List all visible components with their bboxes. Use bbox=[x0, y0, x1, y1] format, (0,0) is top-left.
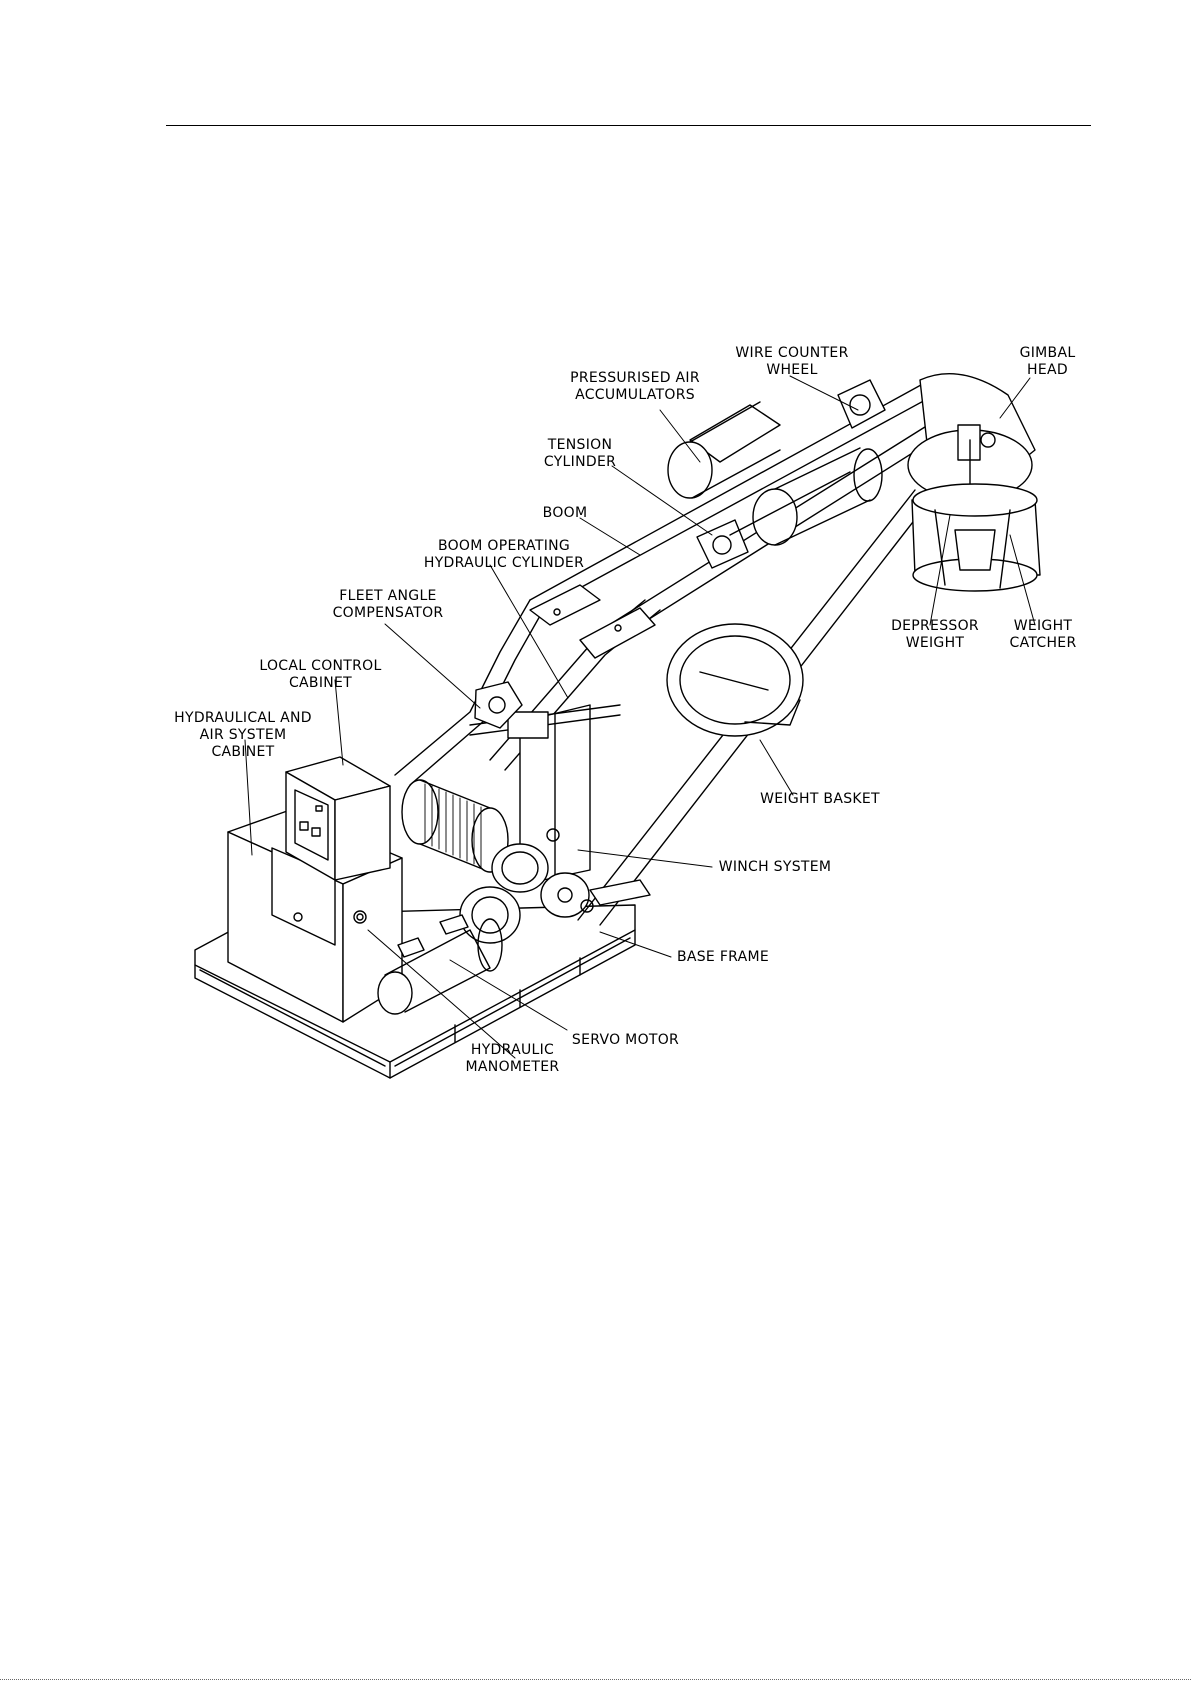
label-pressurised-air-accumulators: PRESSURISED AIR ACCUMULATORS bbox=[560, 370, 710, 404]
label-local-control-cabinet: LOCAL CONTROL CABINET bbox=[253, 658, 388, 692]
label-wire-counter-wheel: WIRE COUNTER WHEEL bbox=[732, 345, 852, 379]
label-boom: BOOM bbox=[535, 505, 595, 522]
label-servo-motor: SERVO MOTOR bbox=[568, 1032, 683, 1049]
label-weight-basket: WEIGHT BASKET bbox=[755, 791, 885, 808]
label-gimbal-head: GIMBAL HEAD bbox=[1010, 345, 1085, 379]
label-base-frame: BASE FRAME bbox=[673, 949, 773, 966]
label-winch-system: WINCH SYSTEM bbox=[715, 859, 835, 876]
gimbal-head-drawing bbox=[908, 374, 1035, 500]
control-cabinet-drawing bbox=[286, 757, 390, 880]
weight-basket-drawing bbox=[667, 624, 803, 736]
bottom-edge-dots bbox=[0, 1679, 1191, 1680]
label-boom-operating-hydraulic-cylinder: BOOM OPERATING HYDRAULIC CYLINDER bbox=[414, 538, 594, 572]
label-weight-catcher: WEIGHT CATCHER bbox=[1003, 618, 1083, 652]
label-hydraulical-and-air-system-cabinet: HYDRAULICAL AND AIR SYSTEM CABINET bbox=[168, 710, 318, 761]
label-fleet-angle-compensator: FLEET ANGLE COMPENSATOR bbox=[318, 588, 458, 622]
label-hydraulic-manometer: HYDRAULIC MANOMETER bbox=[460, 1042, 565, 1076]
label-depressor-weight: DEPRESSOR WEIGHT bbox=[885, 618, 985, 652]
label-tension-cylinder: TENSION CYLINDER bbox=[535, 437, 625, 471]
winch-drum-drawing bbox=[402, 780, 508, 872]
